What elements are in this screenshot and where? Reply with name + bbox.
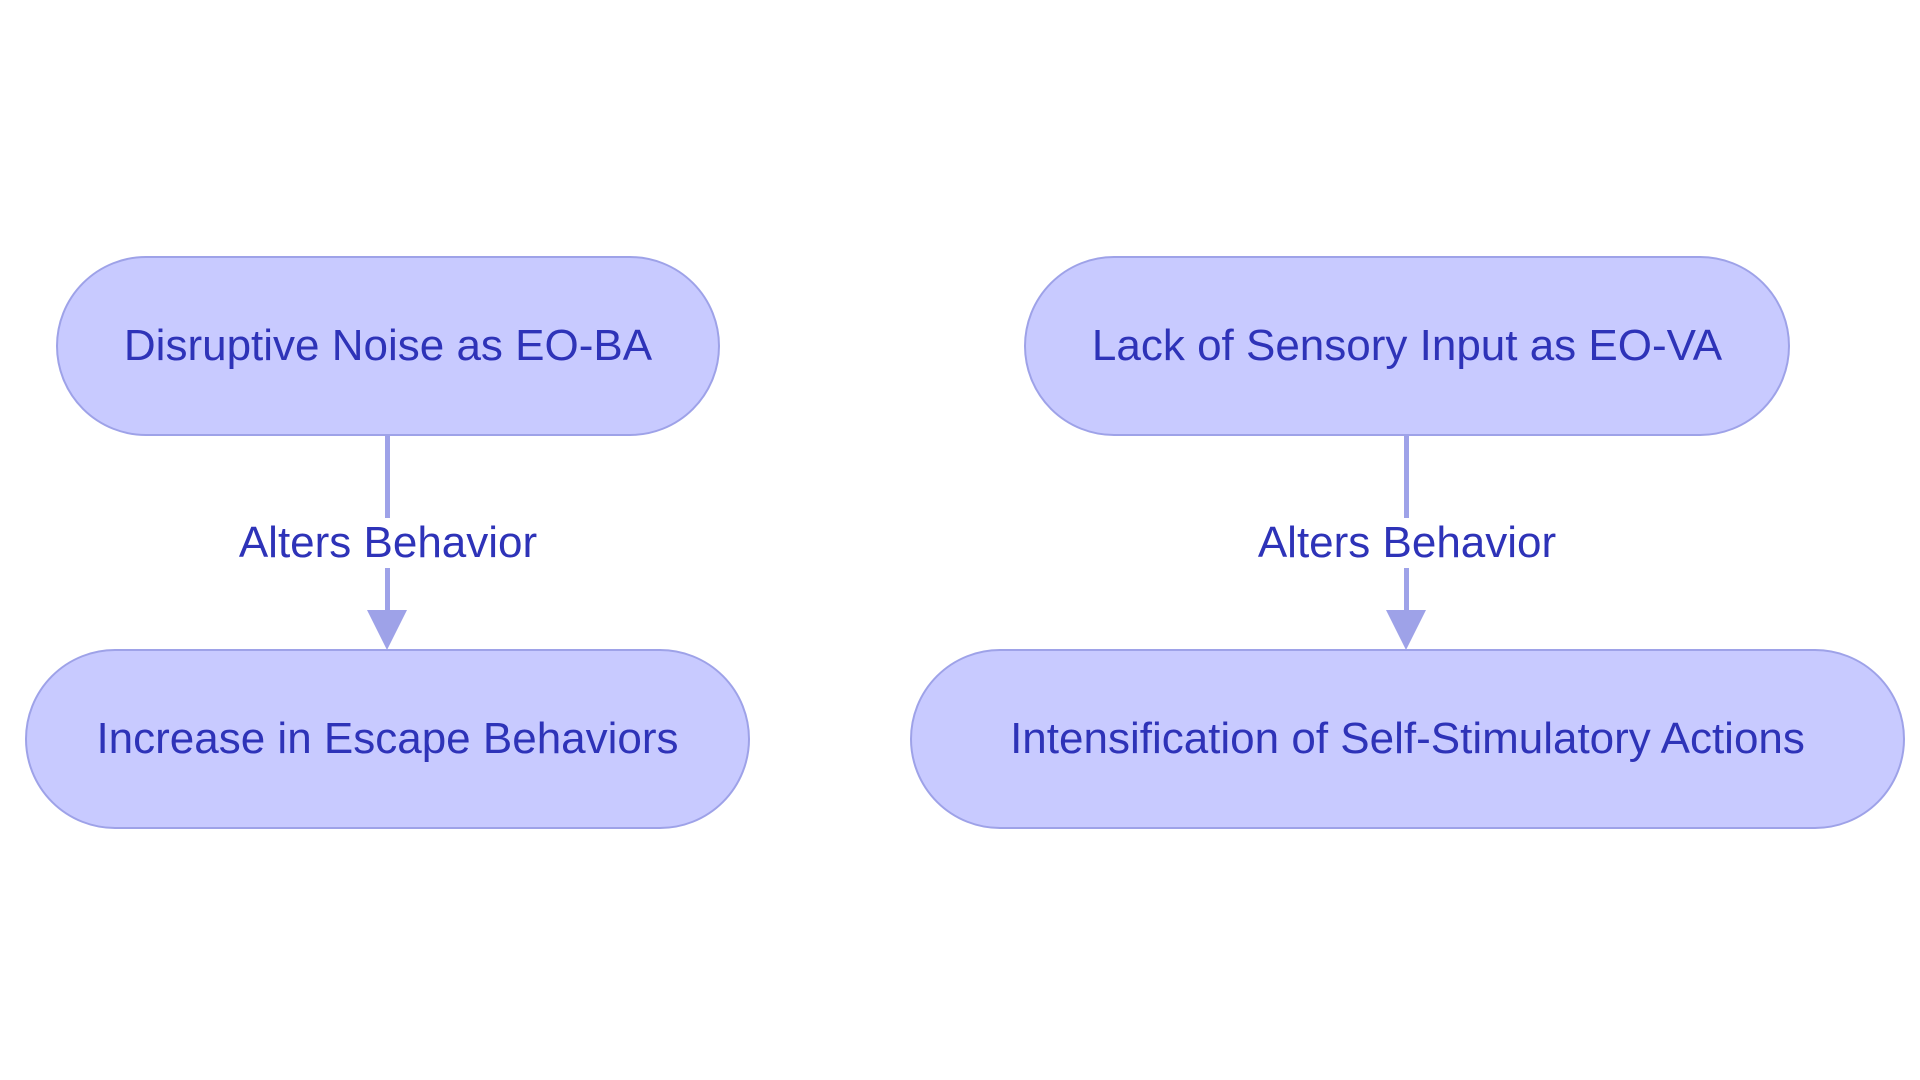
node-escape-behaviors: Increase in Escape Behaviors [25, 649, 750, 829]
edge-label-right: Alters Behavior [1251, 518, 1563, 568]
edge-label-left: Alters Behavior [232, 518, 544, 568]
node-self-stimulatory-actions: Intensification of Self-Stimulatory Acti… [910, 649, 1905, 829]
arrowhead-right [1386, 610, 1426, 650]
node-label: Disruptive Noise as EO-BA [123, 321, 653, 370]
arrowhead-left [367, 610, 407, 650]
node-label: Intensification of Self-Stimulatory Acti… [1010, 714, 1805, 763]
node-lack-sensory-input: Lack of Sensory Input as EO-VA [1024, 256, 1790, 436]
node-label: Increase in Escape Behaviors [96, 714, 679, 763]
node-disruptive-noise: Disruptive Noise as EO-BA [56, 256, 720, 436]
node-label: Lack of Sensory Input as EO-VA [1091, 321, 1723, 370]
